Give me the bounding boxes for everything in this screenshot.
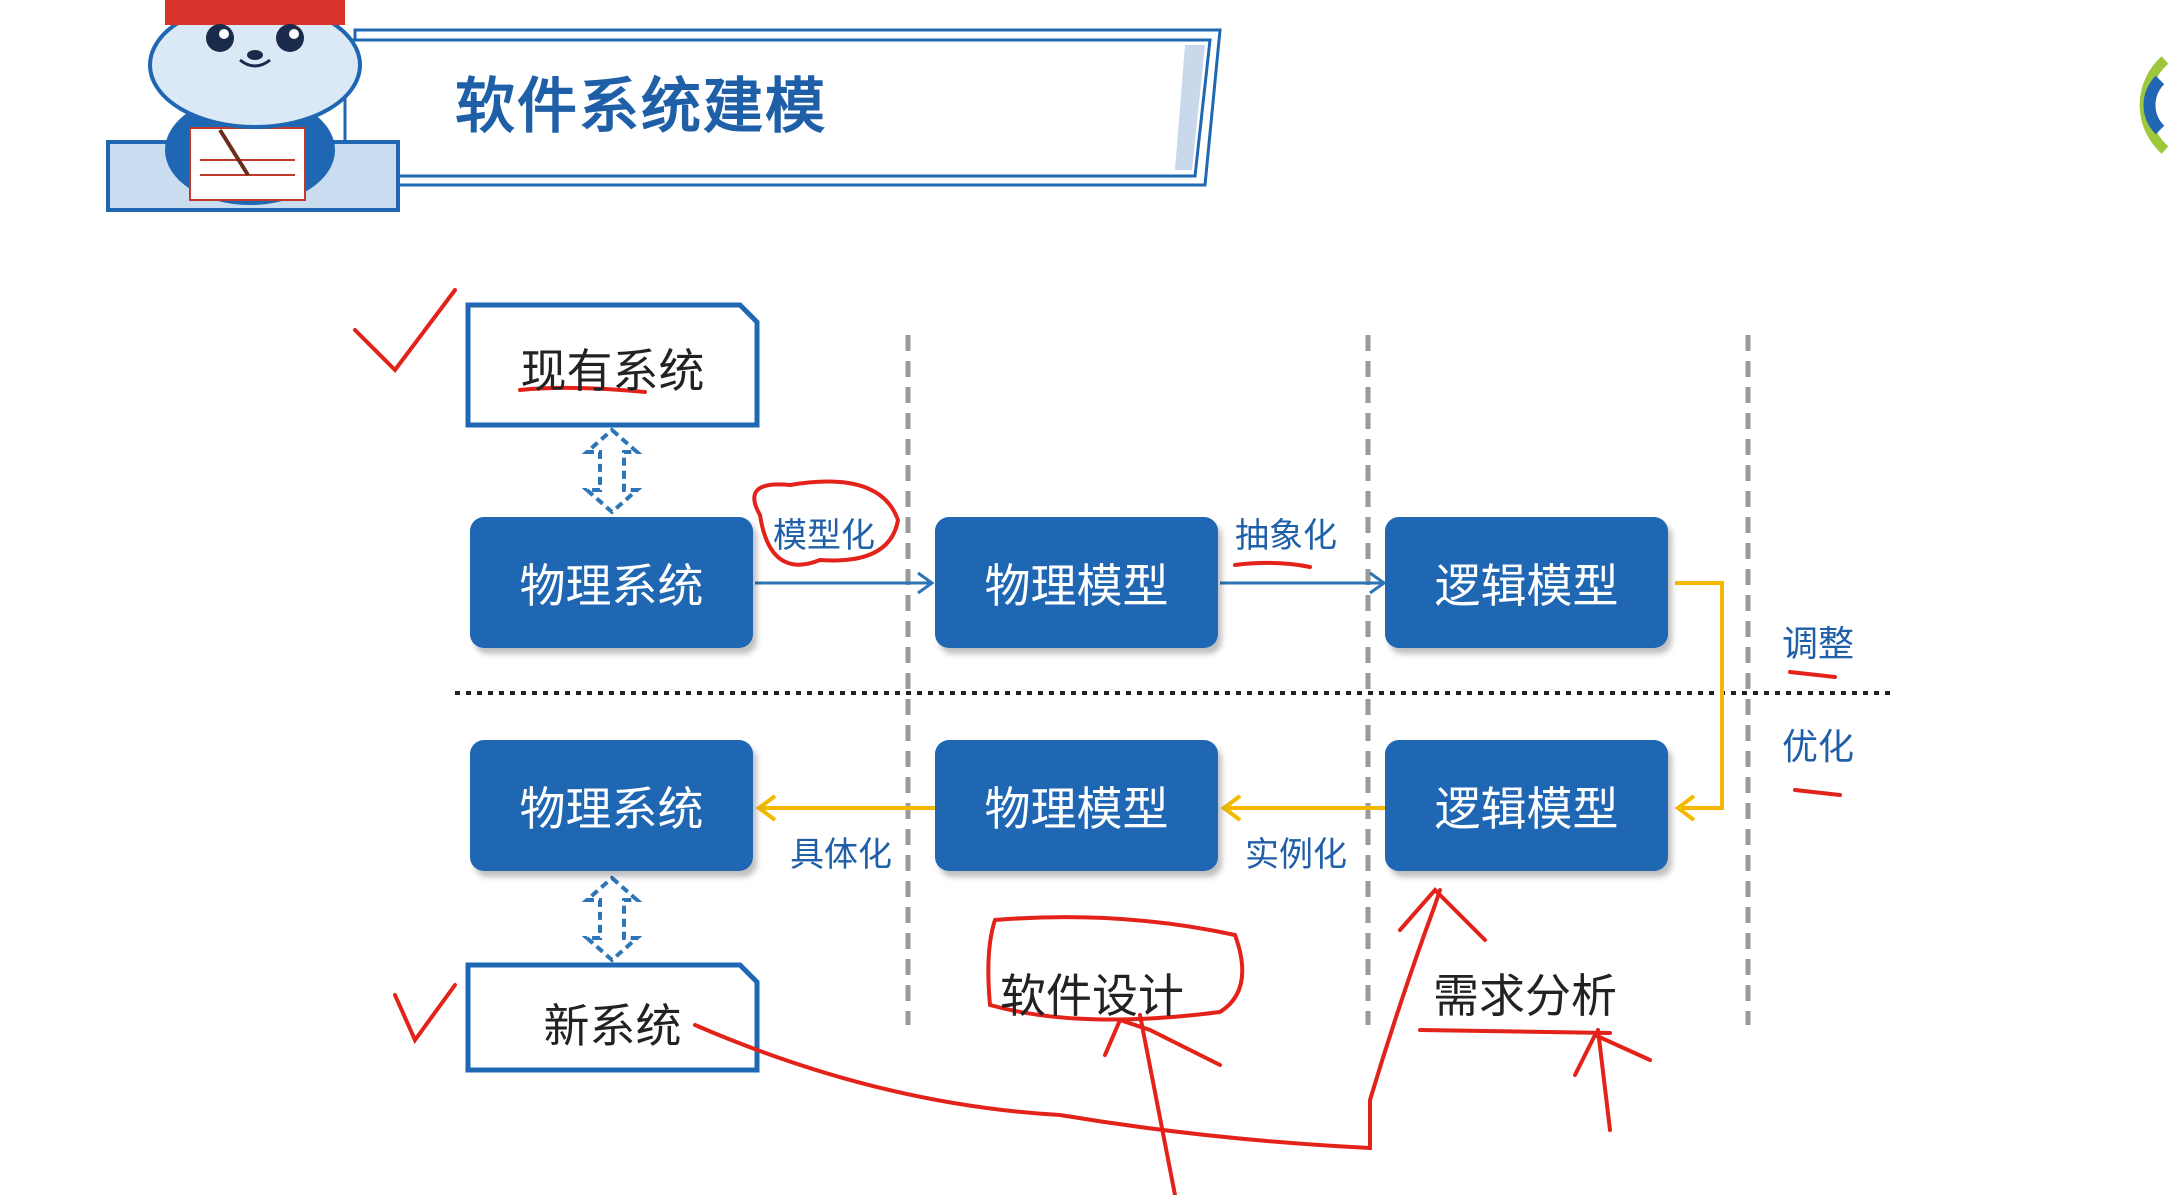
top-physical-system-box: 物理系统 [470,517,753,648]
side-label-optimize: 优化 [1782,727,1855,768]
arrow-adjust-optimize [1674,581,1724,822]
top-physical-system-label: 物理系统 [519,558,704,613]
side-label-adjust: 调整 [1782,624,1855,665]
arrow-concretization [755,794,935,822]
new-system-label: 新系统 [543,999,682,1053]
bottom-logical-model-label: 逻辑模型 [1434,781,1619,836]
bottom-physical-model-box: 物理模型 [935,740,1218,871]
arrow-modeling [755,571,935,595]
existing-system-box [465,302,760,428]
arrow-instantiation [1220,794,1385,822]
logo-icon [2139,56,2169,154]
edge-label-modeling: 模型化 [773,516,875,556]
bottom-physical-system-box: 物理系统 [470,740,753,871]
top-physical-model-label: 物理模型 [984,558,1169,613]
bottom-logical-model-box: 逻辑模型 [1385,740,1668,871]
double-arrow-top [581,427,643,515]
page-title: 软件系统建模 [455,72,827,142]
double-arrow-bottom [581,875,643,963]
phase-label-requirement-analysis: 需求分析 [1433,969,1617,1023]
existing-system-label: 现有系统 [520,344,705,398]
arrow-abstraction [1220,571,1387,595]
new-system-box [465,962,760,1073]
bottom-physical-system-label: 物理系统 [519,781,704,836]
bottom-physical-model-label: 物理模型 [984,781,1169,836]
edge-label-concretization: 具体化 [790,835,892,875]
title-banner [343,38,1212,178]
top-logical-model-box: 逻辑模型 [1385,517,1668,648]
top-physical-model-box: 物理模型 [935,517,1218,648]
top-logical-model-label: 逻辑模型 [1434,558,1619,613]
mascot-cat-icon [106,0,400,212]
title-banner-accent [1175,45,1205,170]
edge-label-instantiation: 实例化 [1245,835,1347,875]
edge-label-abstraction: 抽象化 [1235,516,1337,556]
phase-label-software-design: 软件设计 [1000,969,1184,1023]
